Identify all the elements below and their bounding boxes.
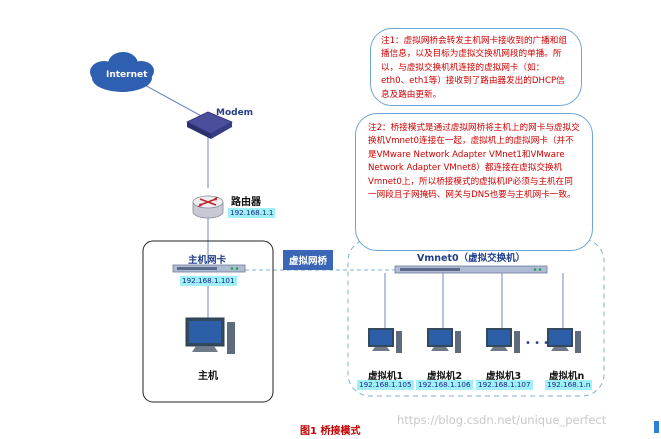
watermark: https://blog.csdn.net/unique_perfect bbox=[397, 413, 607, 427]
vm-name: 虚拟机n bbox=[549, 371, 585, 382]
vswitch-label: Vmnet0（虚拟交换机） bbox=[417, 253, 526, 264]
note-1: 注1：虚拟网桥会转发主机网卡接收到的广播和组播信息，以及目标为虚拟交换机网段的单… bbox=[370, 28, 582, 106]
router-ip: 192.168.1.1 bbox=[228, 208, 276, 218]
router-label: 路由器 bbox=[231, 197, 261, 208]
internet-cloud-icon bbox=[90, 52, 154, 92]
host-frame bbox=[142, 240, 274, 403]
vm-ip: 192.168.1.107 bbox=[476, 380, 533, 390]
vm-ip: 192.168.1.n bbox=[545, 380, 593, 390]
scroll-marker bbox=[654, 421, 659, 433]
host-nic-ip: 192.168.1.101 bbox=[180, 276, 237, 286]
vm-name: 虚拟机1 bbox=[368, 371, 404, 382]
note-2: 注2：桥接模式是通过虚拟网桥将主机上的网卡与虚拟交换机Vmnet0连接在一起，虚… bbox=[355, 113, 593, 251]
figure-caption: 图1 桥接模式 bbox=[300, 426, 361, 437]
vm-ellipsis: • • • bbox=[525, 338, 550, 349]
vm-ip: 192.168.1.106 bbox=[416, 380, 473, 390]
modem-icon bbox=[186, 111, 233, 139]
vm2-pc-icon bbox=[427, 328, 461, 353]
modem-label: Modem bbox=[216, 108, 254, 118]
router-icon bbox=[192, 195, 224, 219]
bridge-tag: 虚拟网桥 bbox=[283, 250, 334, 270]
internet-label: Internet bbox=[106, 70, 148, 80]
vswitch-frame bbox=[347, 238, 605, 397]
host-label: 主机 bbox=[198, 371, 218, 382]
vm-name: 虚拟机3 bbox=[486, 371, 522, 382]
vm3-pc-icon bbox=[486, 328, 520, 353]
vmn-pc-icon bbox=[547, 328, 581, 353]
vm-ip: 192.168.1.105 bbox=[357, 380, 414, 390]
vm1-pc-icon bbox=[368, 328, 402, 353]
host-nic-icon bbox=[172, 264, 246, 273]
vswitch-icon bbox=[394, 265, 548, 274]
vm-name: 虚拟机2 bbox=[427, 371, 463, 382]
host-pc-icon bbox=[185, 317, 235, 354]
host-nic-label: 主机网卡 bbox=[188, 255, 227, 266]
